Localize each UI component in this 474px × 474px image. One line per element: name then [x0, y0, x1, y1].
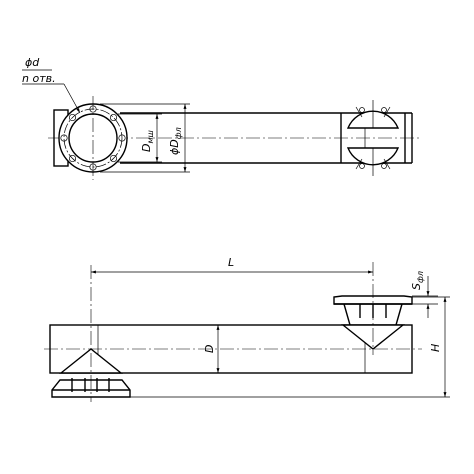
height-label: H	[429, 344, 442, 352]
hole-count-label: n отв.	[22, 72, 56, 85]
front-view: L Sфл H D	[44, 256, 450, 402]
flange-thickness-dimension: Sфл	[410, 271, 438, 318]
top-dimensions: Dмш ϕDфл	[100, 103, 190, 173]
length-dimension: L	[91, 256, 373, 274]
height-dimension: H	[130, 296, 450, 398]
inner-diameter-label: Dмш	[140, 129, 155, 152]
flange-diameter-label: ϕDфл	[168, 127, 183, 155]
diameter-label: D	[203, 345, 216, 353]
right-top-support	[333, 262, 413, 355]
top-view: ϕd n отв. Dмш ϕDфл	[22, 56, 422, 180]
diameter-dimension: D	[203, 325, 220, 373]
hole-leader: ϕd n отв.	[22, 56, 81, 114]
flange-thickness-label: Sфл	[410, 271, 425, 290]
left-flange	[58, 96, 128, 180]
left-bottom-support	[51, 265, 131, 402]
length-label: L	[228, 256, 234, 269]
top-right-support	[340, 100, 406, 176]
hole-diameter-label: ϕd	[25, 56, 40, 69]
